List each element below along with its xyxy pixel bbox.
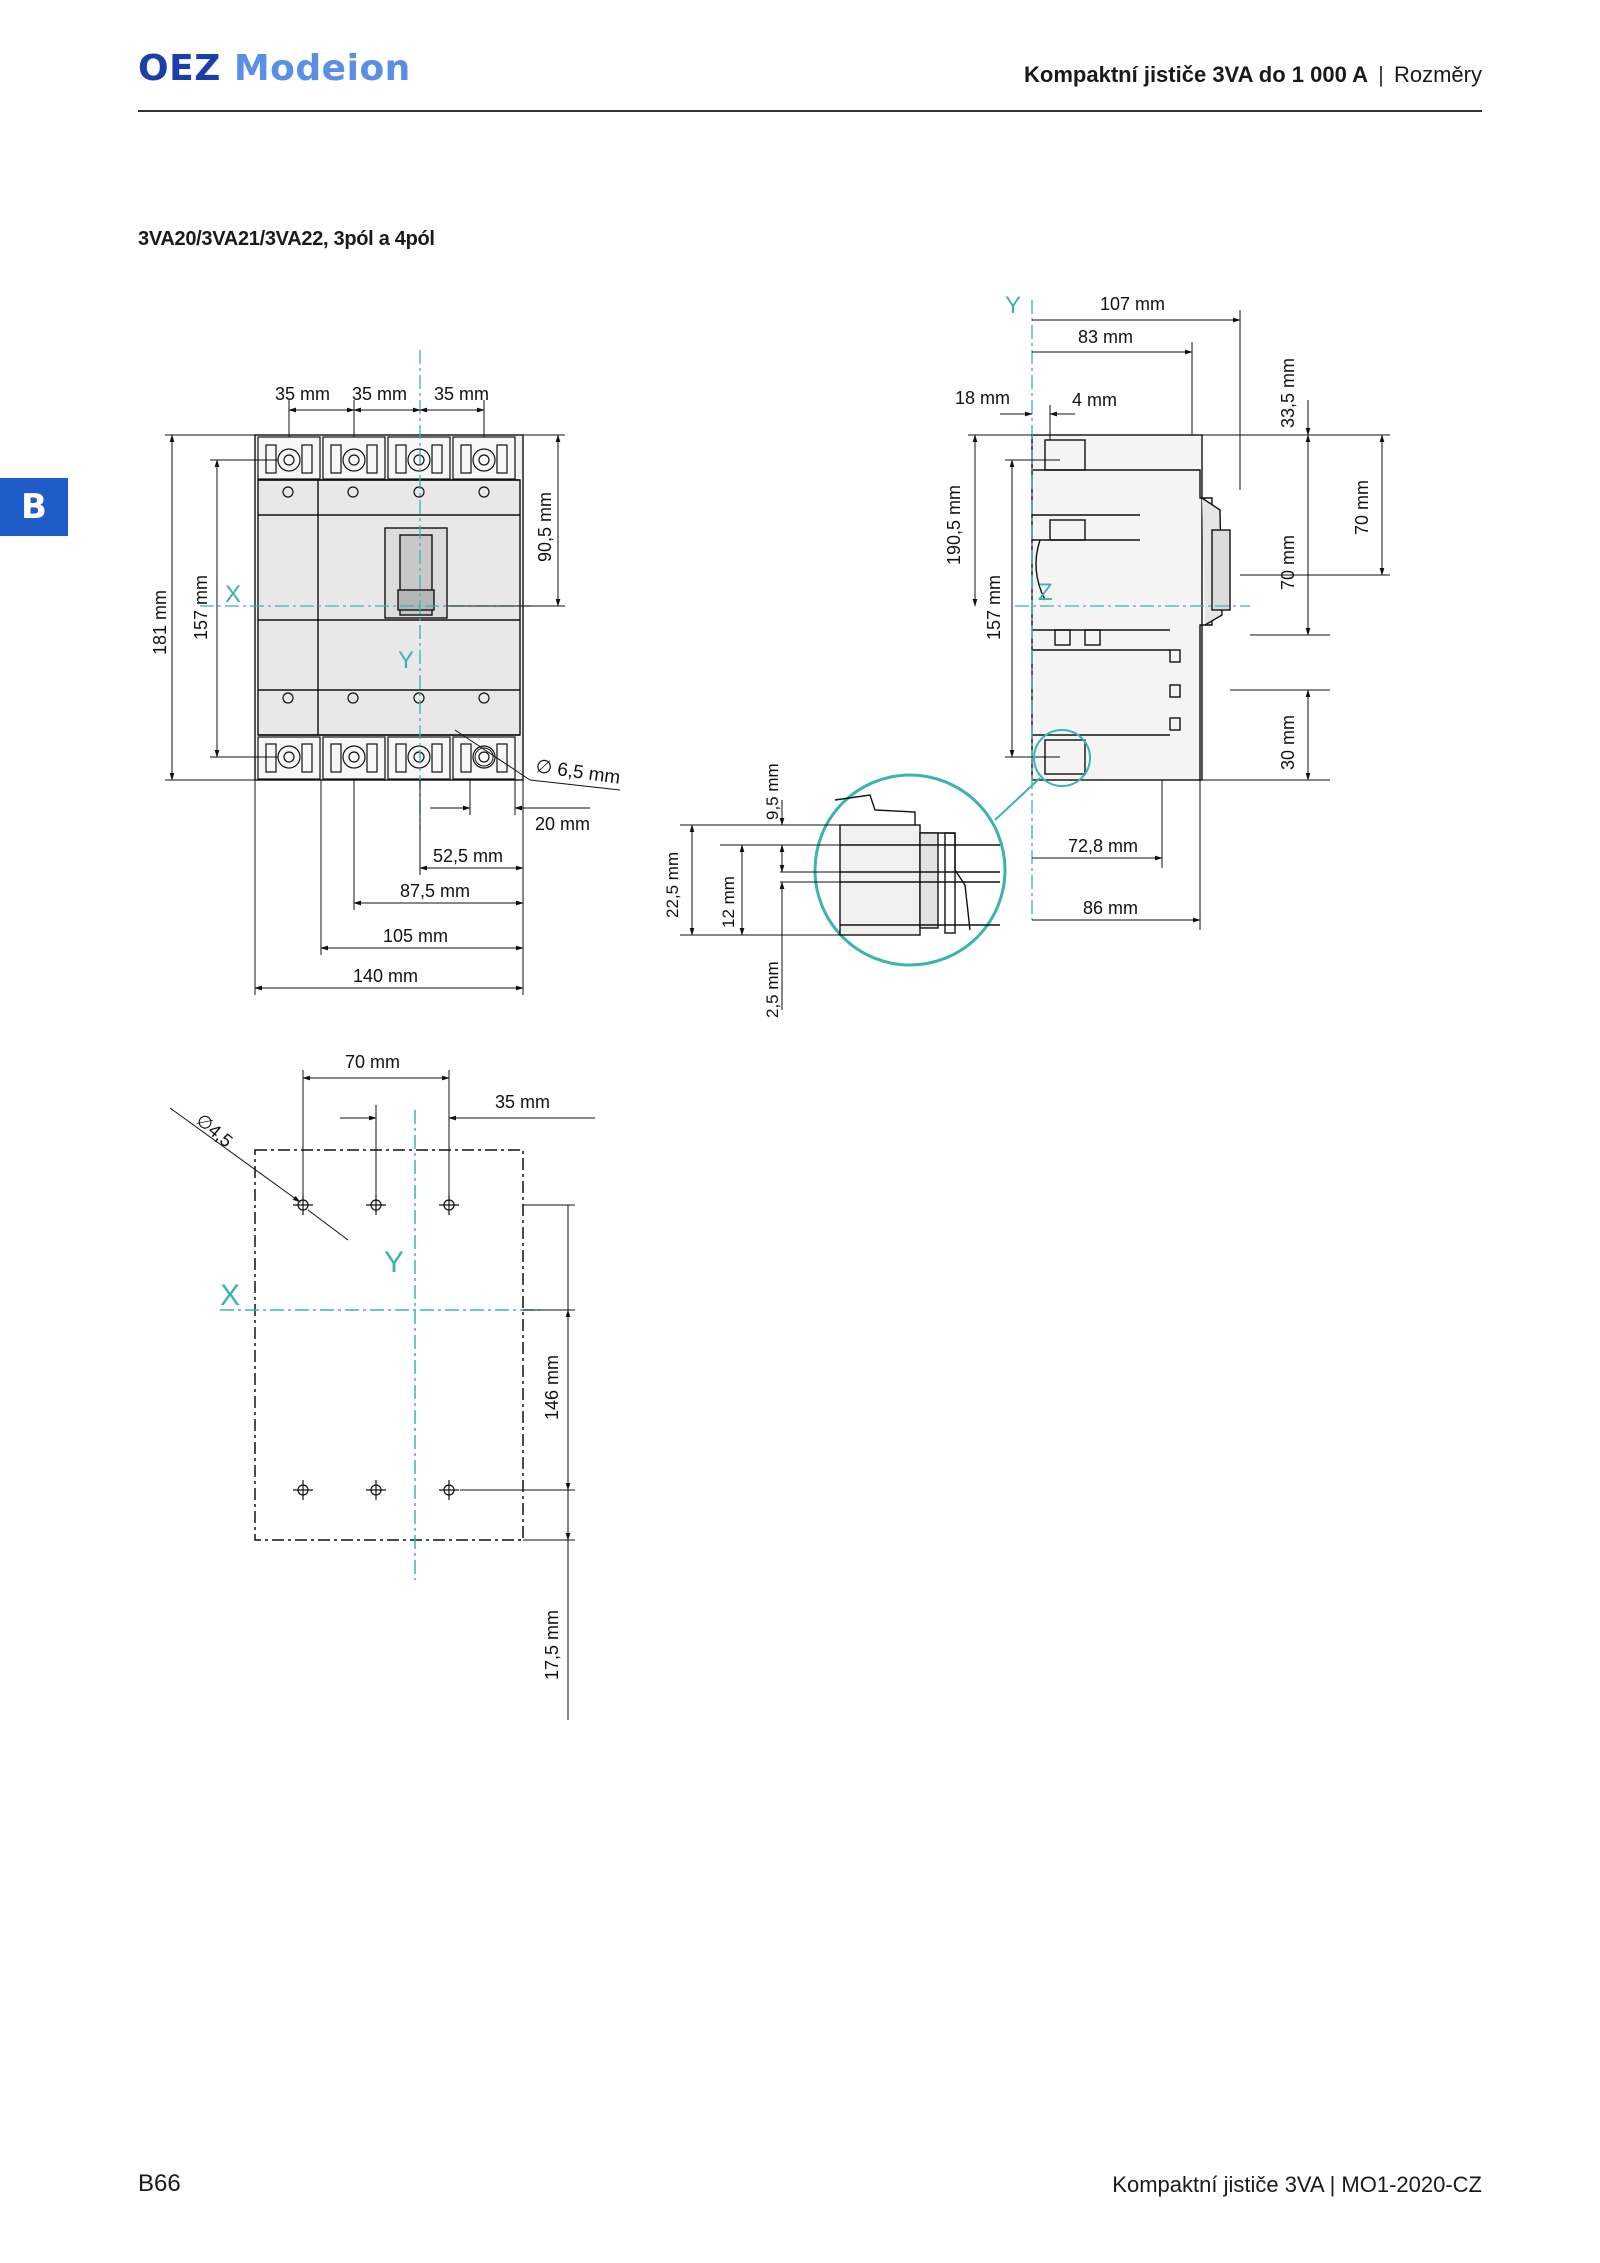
header-rule — [138, 110, 1482, 112]
dim-90-5: 90,5 mm — [535, 492, 555, 562]
footer-doc-name: Kompaktní jističe 3VA — [1112, 2172, 1324, 2197]
side-axis-z: Z — [1038, 579, 1053, 606]
dim-33-5: 33,5 mm — [1278, 358, 1298, 428]
footer-separator: | — [1329, 2172, 1336, 2197]
dim-18: 18 mm — [955, 388, 1010, 408]
header-title-main: Kompaktní jističe 3VA do 1 000 A — [1024, 62, 1369, 87]
dim-12: 12 mm — [719, 876, 738, 928]
front-view-labels: 35 mm 35 mm 35 mm 181 mm 157 mm 90,5 mm … — [150, 384, 622, 986]
front-view — [165, 350, 621, 995]
dim-30: 30 mm — [1278, 715, 1298, 770]
dim-hole-6-5: ∅ 6,5 mm — [534, 756, 621, 789]
footer-doc-code: MO1-2020-CZ — [1341, 2172, 1482, 2197]
dim-52-5: 52,5 mm — [433, 846, 503, 866]
side-view — [968, 300, 1390, 930]
header-title-section: Rozměry — [1393, 62, 1482, 87]
drill-dim-35: 35 mm — [495, 1092, 550, 1112]
dim-157: 157 mm — [191, 575, 211, 640]
drill-axis-y: Y — [384, 1246, 404, 1279]
dim-87-5: 87,5 mm — [400, 881, 470, 901]
drill-dim-17-5: 17,5 mm — [542, 1610, 562, 1680]
axis-x-label: X — [225, 581, 241, 608]
dim-20: 20 mm — [535, 814, 590, 834]
detail-labels: 9,5 mm 22,5 mm 12 mm 2,5 mm — [663, 763, 782, 1018]
dim-22-5: 22,5 mm — [663, 852, 682, 918]
drill-dim-70: 70 mm — [345, 1052, 400, 1072]
dim-107: 107 mm — [1100, 294, 1165, 314]
dim-70-b: 70 mm — [1278, 535, 1298, 590]
drill-dim-146: 146 mm — [542, 1355, 562, 1420]
footer-doc: Kompaktní jističe 3VA | MO1-2020-CZ — [1112, 2172, 1482, 2198]
drill-dim-hole: ∅4,5 — [192, 1110, 236, 1151]
detail-view — [680, 773, 1007, 1010]
dim-2-5: 2,5 mm — [763, 961, 782, 1018]
drill-labels: 70 mm 35 mm ∅4,5 146 mm 17,5 mm X Y — [192, 1052, 562, 1680]
brand-logo: OEZ Modeion — [138, 48, 411, 89]
dim-83: 83 mm — [1078, 327, 1133, 347]
dim-190-5: 190,5 mm — [944, 485, 964, 565]
axis-y-label: Y — [398, 647, 414, 674]
dim-72-8: 72,8 mm — [1068, 836, 1138, 856]
section-title: 3VA20/3VA21/3VA22, 3pól a 4pól — [138, 228, 435, 250]
header-title: Kompaktní jističe 3VA do 1 000 A | Rozmě… — [1024, 62, 1482, 88]
dim-181: 181 mm — [150, 590, 170, 655]
side-axis-y: Y — [1005, 292, 1021, 319]
chapter-tab[interactable]: B — [0, 478, 68, 536]
logo-oez: OEZ — [138, 48, 221, 89]
dim-4: 4 mm — [1072, 390, 1117, 410]
logo-modeion: Modeion — [233, 48, 411, 89]
dim-140: 140 mm — [353, 966, 418, 986]
drill-pattern — [169, 1070, 595, 1720]
drill-axis-x: X — [220, 1279, 240, 1312]
dim-top-35-c: 35 mm — [434, 384, 489, 404]
header-separator: | — [1378, 62, 1384, 87]
dim-157-side: 157 mm — [984, 575, 1004, 640]
dim-9-5: 9,5 mm — [763, 763, 782, 820]
dim-top-35-b: 35 mm — [352, 384, 407, 404]
dim-86: 86 mm — [1083, 898, 1138, 918]
dim-top-35-a: 35 mm — [275, 384, 330, 404]
dim-70-a: 70 mm — [1352, 480, 1372, 535]
page-number: B66 — [138, 2170, 181, 2197]
side-view-labels: Y Z 107 mm 83 mm 18 mm 4 mm 33,5 mm 70 m… — [944, 292, 1372, 918]
dim-105: 105 mm — [383, 926, 448, 946]
